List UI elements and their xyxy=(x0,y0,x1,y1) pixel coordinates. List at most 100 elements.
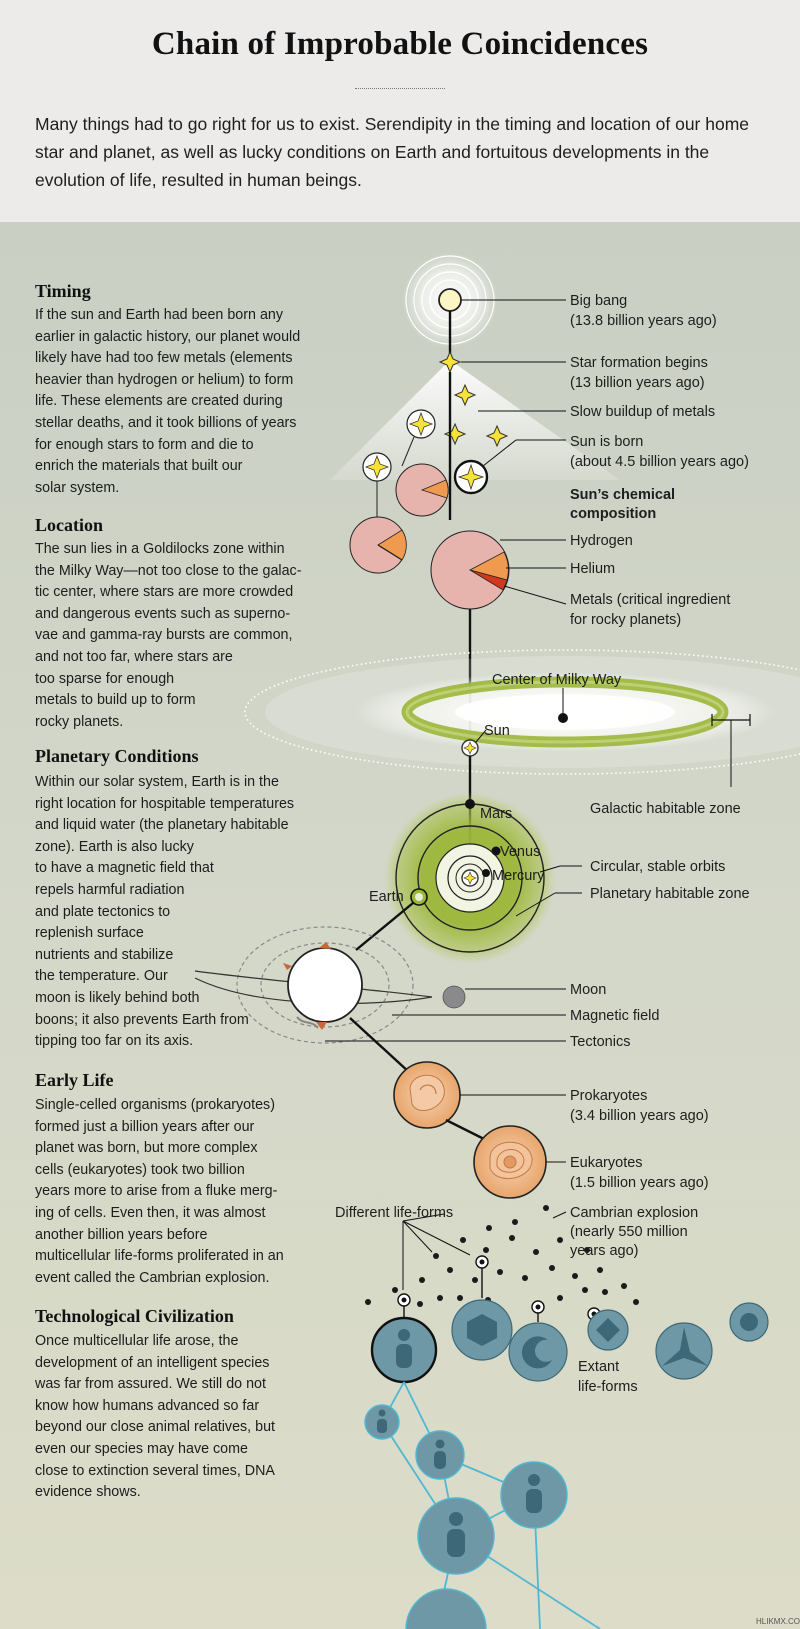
venus-marker xyxy=(491,846,501,856)
text-line: Once multicellular life arose, the xyxy=(35,1333,239,1349)
text-line: zone). Earth is also lucky xyxy=(35,838,194,855)
earth-globe xyxy=(287,947,363,1023)
text-line: for enough stars to form and die to xyxy=(35,436,254,453)
label-chem-title: Sun’s chemical xyxy=(570,487,675,503)
text-line: formed just a billion years after our xyxy=(35,1118,255,1135)
label-magnetic-field: Magnetic field xyxy=(570,1008,659,1024)
label-cambrian-3: years ago) xyxy=(570,1243,639,1259)
text-line: and liquid water (the planetary habitabl… xyxy=(35,817,289,834)
mercury-marker xyxy=(482,869,490,877)
text-line: beyond our close animal relatives, but xyxy=(35,1419,276,1436)
label-big-bang-date: (13.8 billion years ago) xyxy=(570,313,717,329)
text-line: multicellular life-forms proliferated in… xyxy=(35,1248,284,1265)
text-line: moon is likely behind both xyxy=(35,989,200,1006)
timing-title: Timing xyxy=(35,281,91,301)
early-composition-pie-1 xyxy=(395,463,449,517)
label-earth: Earth xyxy=(369,889,404,905)
label-prokaryotes-date: (3.4 billion years ago) xyxy=(570,1108,709,1124)
label-moon: Moon xyxy=(570,982,606,998)
mars-marker xyxy=(465,799,475,809)
label-cambrian-2: (nearly 550 million xyxy=(570,1224,688,1240)
label-tectonics: Tectonics xyxy=(570,1034,630,1050)
text-line: cells (eukaryotes) took two billion xyxy=(35,1161,245,1178)
label-sun-born-date: (about 4.5 billion years ago) xyxy=(570,454,749,470)
text-line: earlier in galactic history, our planet … xyxy=(35,328,301,345)
label-planetary-zone: Planetary habitable zone xyxy=(590,886,750,902)
earth-marker xyxy=(410,888,428,906)
text-line: ing of cells. Even then, it was almost xyxy=(35,1204,266,1221)
label-center-milky-way: Center of Milky Way xyxy=(492,672,622,688)
label-mars: Mars xyxy=(480,806,512,822)
text-line: right location for hospitable temperatur… xyxy=(35,795,295,812)
text-line: event called the Cambrian explosion. xyxy=(35,1269,270,1286)
text-line: and dangerous events such as superno- xyxy=(35,605,291,622)
text-line: nutrients and stabilize xyxy=(35,946,174,963)
label-chem-title-2: composition xyxy=(570,506,656,522)
sun-composition-pie xyxy=(430,530,510,610)
crescent-life-icon xyxy=(508,1322,568,1382)
label-galactic-zone: Galactic habitable zone xyxy=(590,801,741,817)
label-star-formation: Star formation begins xyxy=(570,355,708,371)
tech-title: Technological Civilization xyxy=(35,1306,234,1326)
label-extant-2: life-forms xyxy=(578,1379,638,1395)
credit-text: HLIKMX.COM xyxy=(756,1617,800,1626)
title-divider xyxy=(355,88,445,89)
text-line: know how humans advanced so far xyxy=(35,1397,260,1414)
text-line: planet was born, but more complex xyxy=(35,1140,258,1157)
early-life-text: Single-celled organisms (prokaryotes) for… xyxy=(35,1095,335,1289)
label-metals-2: for rocky planets) xyxy=(570,612,681,628)
label-extant: Extant xyxy=(578,1359,619,1375)
text-line: and plate tectonics to xyxy=(35,903,171,920)
text-line: metals to build up to form xyxy=(35,692,196,709)
text-line: and not too far, where stars are xyxy=(35,648,233,665)
text-line: development of an intelligent species xyxy=(35,1354,270,1371)
early-life-title: Early Life xyxy=(35,1070,114,1090)
text-line: enrich the materials that built our xyxy=(35,458,243,475)
hominin-network xyxy=(364,1381,601,1629)
text-line: too sparse for enough xyxy=(35,670,175,687)
label-venus: Venus xyxy=(500,844,540,860)
text-line: to have a magnetic field that xyxy=(35,860,214,877)
text-line: stellar deaths, and it took billions of … xyxy=(35,414,297,431)
label-mercury: Mercury xyxy=(492,868,545,884)
label-metals: Metals (critical ingredient xyxy=(570,592,730,608)
text-line: years more to arise from a fluke merg- xyxy=(35,1183,278,1200)
intro-text: Many things had to go right for us to ex… xyxy=(35,114,750,190)
extant-life-forms xyxy=(370,1299,769,1384)
star-formation-cone xyxy=(330,360,620,480)
text-line: The sun lies in a Goldilocks zone within xyxy=(35,541,285,557)
planetary-title: Planetary Conditions xyxy=(35,746,199,766)
tectonics-marker xyxy=(319,942,331,949)
text-line: life. These elements are created during xyxy=(35,393,283,410)
text-line: likely have had too few metals (elements xyxy=(35,350,293,367)
label-big-bang: Big bang xyxy=(570,293,627,309)
text-line: tic center, where stars are more crowded xyxy=(35,584,294,601)
label-different-life-forms: Different life-forms xyxy=(335,1205,453,1221)
tech-text: Once multicellular life arose, the develo… xyxy=(35,1331,335,1504)
label-sun: Sun xyxy=(484,723,510,739)
text-line: the Milky Way—not too close to the galac… xyxy=(35,562,302,579)
text-line: another billion years before xyxy=(35,1226,208,1243)
prokaryote-cell-icon xyxy=(393,1061,461,1129)
sun-born-icon xyxy=(453,459,489,495)
text-line: replenish surface xyxy=(35,925,144,942)
label-prokaryotes: Prokaryotes xyxy=(570,1088,647,1104)
text-line: solar system. xyxy=(35,479,120,496)
planetary-text: Within our solar system, Earth is in the… xyxy=(35,772,335,1053)
early-star-1 xyxy=(401,409,436,467)
solar-system xyxy=(384,792,556,964)
early-composition-pie-2 xyxy=(349,516,407,574)
text-line: heavier than hydrogen or helium) to form xyxy=(35,371,294,388)
label-circular-orbits: Circular, stable orbits xyxy=(590,859,725,875)
eukaryote-cell-icon xyxy=(473,1125,547,1199)
text-line: evidence shows. xyxy=(35,1484,141,1501)
text-line: vae and gamma-ray bursts are common, xyxy=(35,627,293,644)
label-eukaryotes-date: (1.5 billion years ago) xyxy=(570,1175,709,1191)
text-line: Within our solar system, Earth is in the xyxy=(35,774,279,790)
text-line: Single-celled organisms (prokaryotes) xyxy=(35,1097,275,1113)
text-line: rocky planets. xyxy=(35,713,124,730)
text-line: the temperature. Our xyxy=(35,968,168,985)
label-helium: Helium xyxy=(570,561,615,577)
